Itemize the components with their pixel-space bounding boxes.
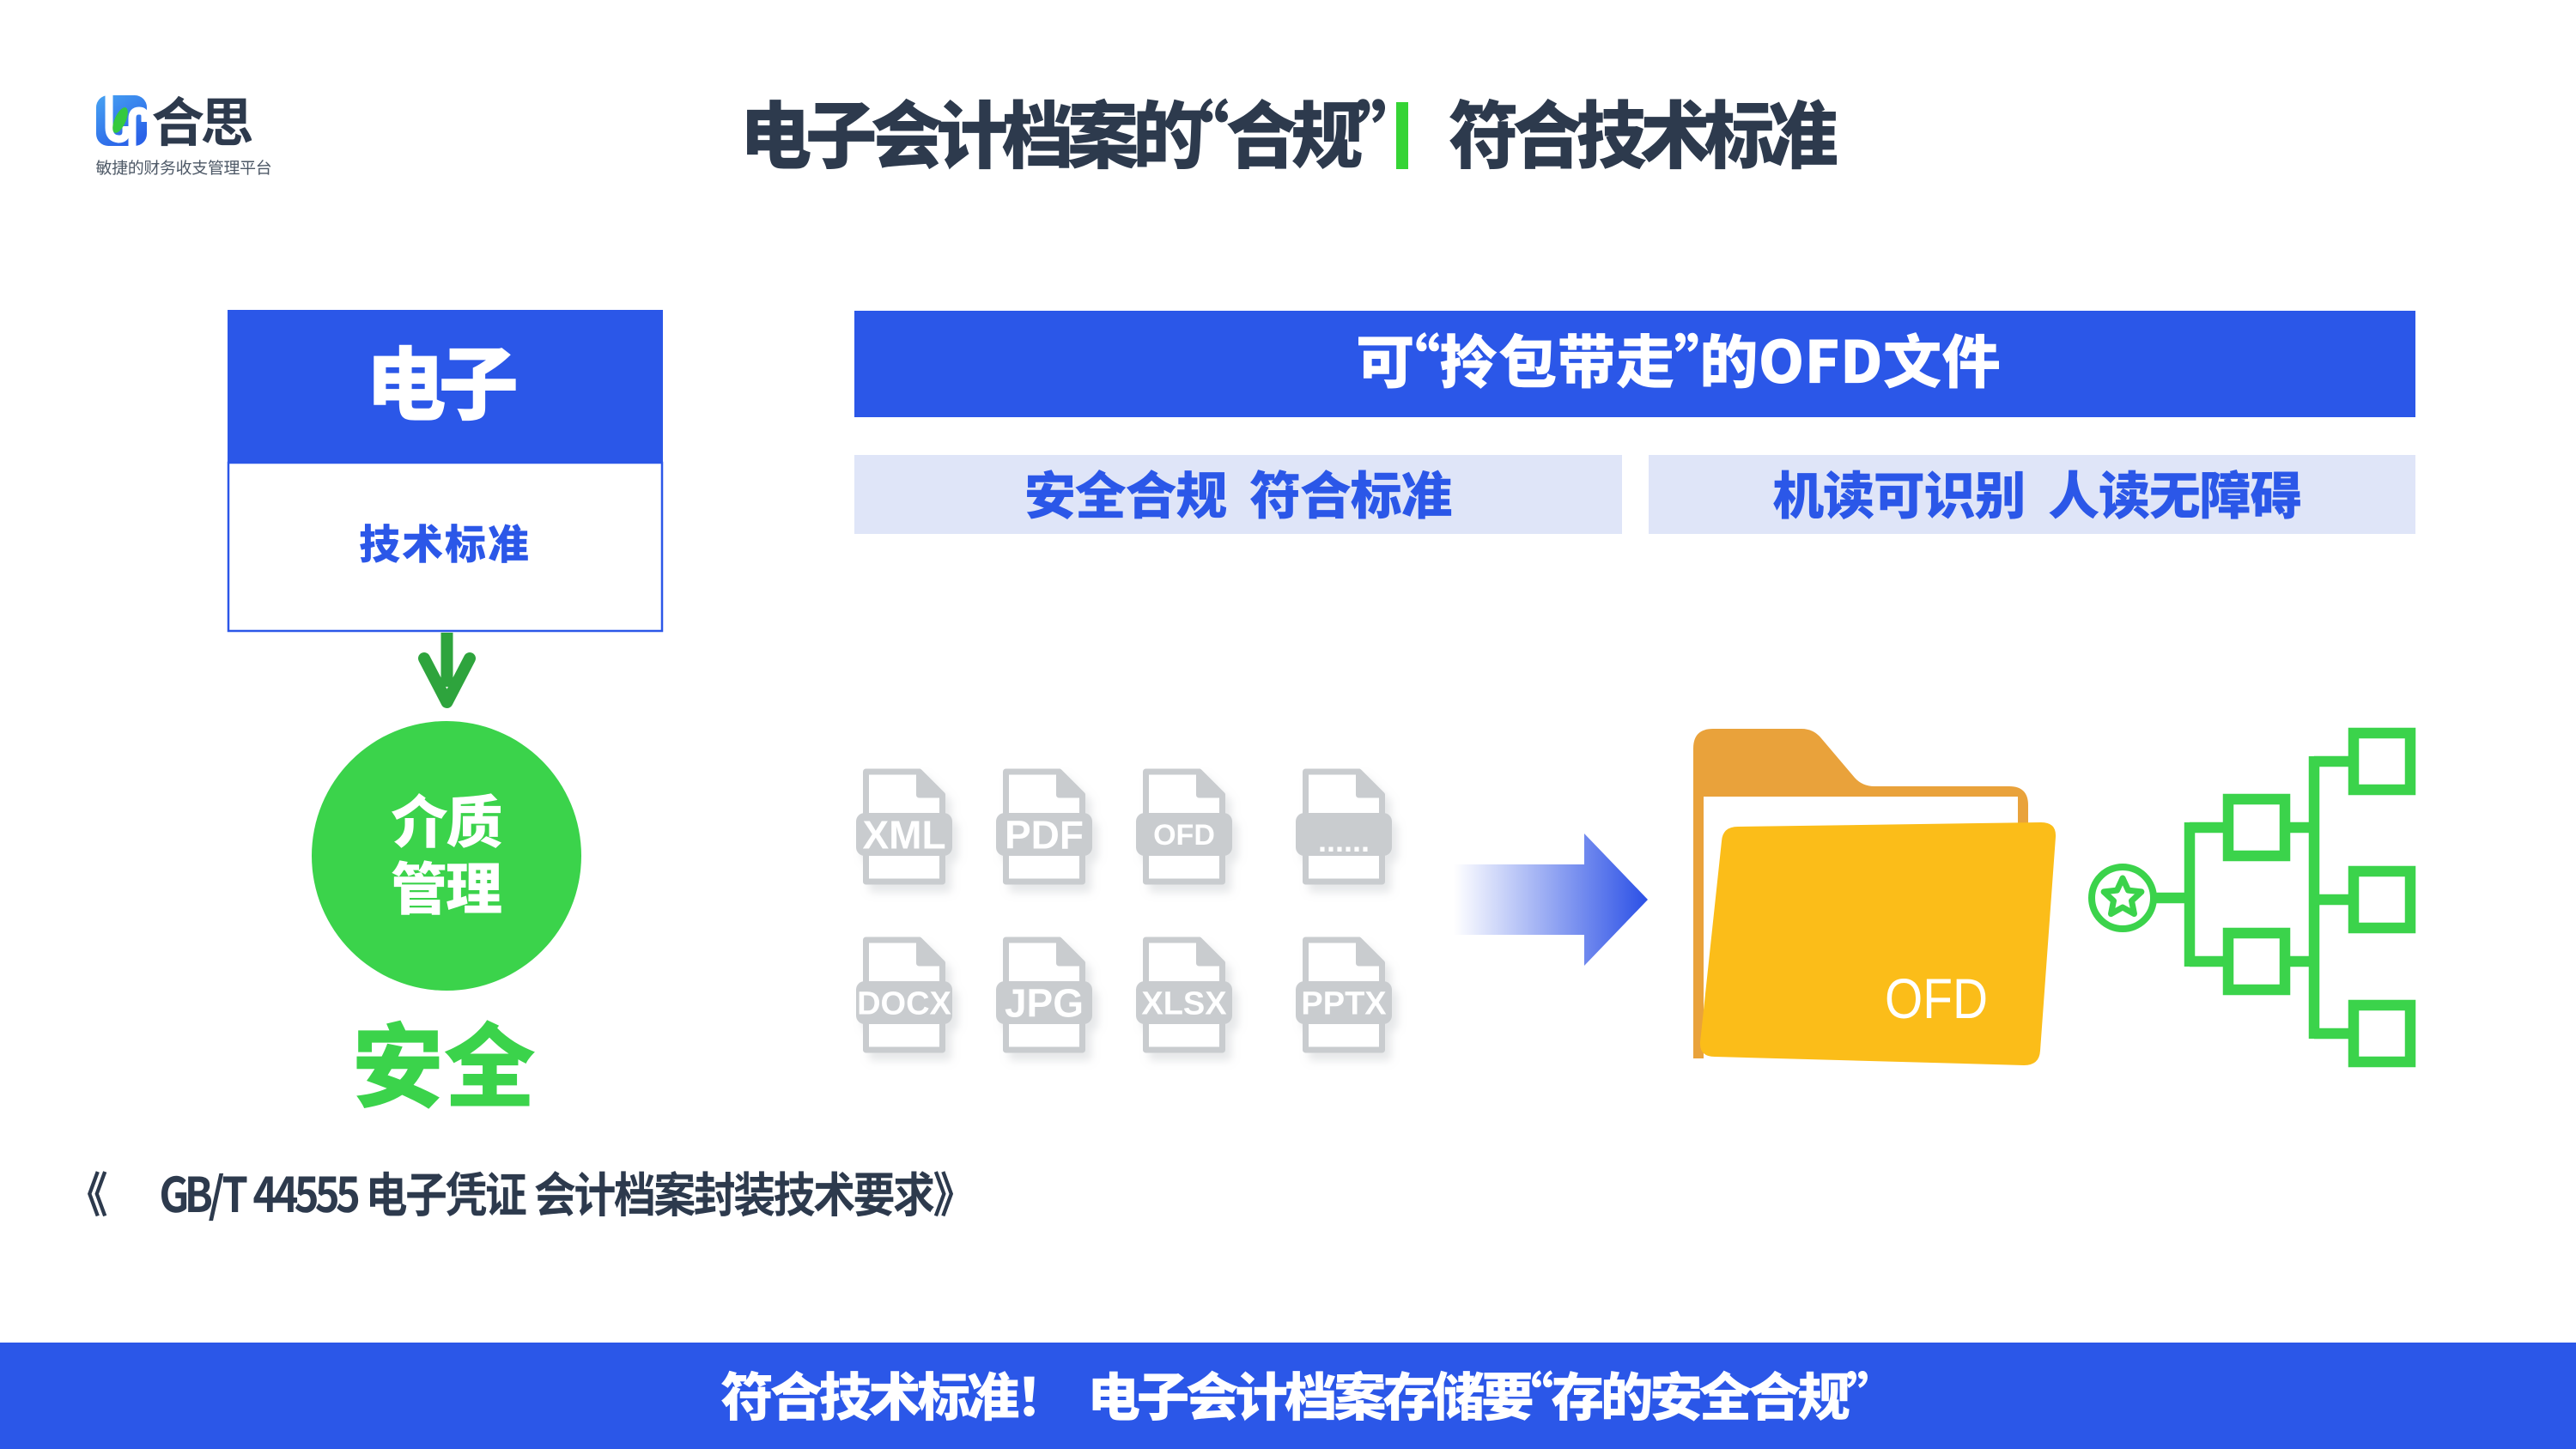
svg-text:XLSX: XLSX [1141,986,1227,1022]
svg-text:OFD: OFD [1885,967,1988,1030]
svg-text:PPTX: PPTX [1301,986,1387,1022]
svg-text:OFD: OFD [1153,819,1215,852]
svg-text:......: ...... [1318,823,1370,858]
svg-text:DOCX: DOCX [857,986,951,1022]
svg-text:PDF: PDF [1005,813,1084,858]
svg-text:JPG: JPG [1005,981,1084,1026]
svg-text:XML: XML [862,813,945,858]
